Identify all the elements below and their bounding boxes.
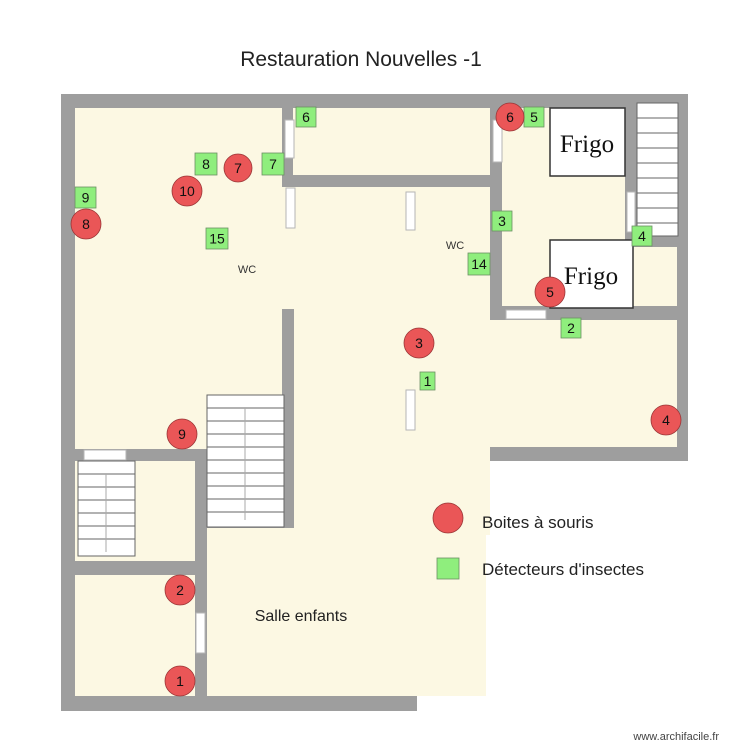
insect-detector-marker: 5 — [523, 106, 545, 128]
room-wc — [207, 187, 490, 296]
stair-center — [206, 394, 285, 528]
mouse-trap-marker: 2 — [164, 574, 196, 606]
room-wc-cubicle-1 — [297, 187, 345, 232]
mouse-trap-number: 2 — [176, 582, 184, 598]
mouse-trap-number: 4 — [662, 412, 670, 428]
insect-detector-number: 15 — [209, 231, 225, 247]
credit-text: www.archifacile.fr — [632, 731, 719, 743]
mouse-trap-number: 10 — [179, 183, 195, 199]
stair-left — [77, 460, 136, 557]
legend-trap-label: Boites à souris — [482, 513, 594, 532]
insect-detector-number: 1 — [424, 373, 432, 389]
mouse-trap-marker: 7 — [223, 153, 253, 183]
mouse-trap-marker: 9 — [166, 418, 198, 450]
mouse-trap-number: 5 — [546, 284, 554, 300]
room-label-wc-left: WC — [238, 264, 256, 276]
insect-detector-number: 4 — [638, 228, 646, 244]
insect-detector-marker: 3 — [491, 210, 513, 232]
legend-detector-label: Détecteurs d'insectes — [482, 560, 644, 579]
insect-detector-marker: 4 — [631, 225, 653, 247]
fridge-bottom-label: Frigo — [564, 263, 618, 290]
staircases — [77, 102, 679, 557]
fridge-bottom — [549, 239, 634, 309]
door-opening — [626, 191, 636, 233]
mouse-trap-number: 6 — [506, 109, 514, 125]
mouse-trap-number: 9 — [178, 426, 186, 442]
insect-detector-marker: 2 — [560, 317, 582, 339]
legend-detector-swatch — [436, 557, 460, 580]
mouse-traps: 1 2 3 4 5 6 7 8 — [70, 102, 682, 697]
door-opening — [195, 612, 206, 654]
mouse-trap-marker: 4 — [650, 404, 682, 436]
insect-detector-marker: 14 — [467, 252, 491, 276]
insect-detector-number: 9 — [82, 190, 90, 206]
insect-detector-marker: 6 — [295, 106, 317, 128]
room-salle-enfants — [207, 528, 486, 696]
insect-detector-marker: 7 — [261, 152, 285, 176]
mouse-trap-marker: 3 — [403, 327, 435, 359]
door-opening — [284, 119, 295, 159]
door-opening — [405, 389, 416, 431]
room-wc-cubicle-2 — [357, 187, 405, 232]
mouse-trap-marker: 10 — [171, 175, 203, 207]
room-right — [417, 320, 677, 447]
insect-detector-marker: 15 — [205, 227, 229, 250]
insect-detector-number: 14 — [471, 256, 487, 272]
legend: Boites à souris Détecteurs d'insectes — [432, 502, 644, 580]
insect-detector-number: 3 — [498, 213, 506, 229]
room-storage — [631, 247, 677, 306]
page-title: Restauration Nouvelles -1 — [240, 48, 482, 71]
openings — [83, 119, 636, 654]
insect-detector-marker: 8 — [194, 152, 218, 176]
mouse-trap-marker: 1 — [164, 665, 196, 697]
stair-top-right — [636, 102, 679, 237]
insect-detector-number: 7 — [269, 156, 277, 172]
room-label-salle-enfants: Salle enfants — [255, 608, 348, 625]
room-top-middle — [293, 108, 490, 175]
mouse-trap-marker: 6 — [495, 102, 525, 132]
legend-trap-swatch — [432, 502, 464, 534]
insect-detectors: 1 2 3 4 5 6 7 8 — [74, 106, 653, 391]
mouse-trap-number: 7 — [234, 160, 242, 176]
door-opening — [285, 187, 296, 229]
insect-detector-number: 8 — [202, 156, 210, 172]
insect-detector-marker: 9 — [74, 186, 97, 209]
insect-detector-number: 5 — [530, 109, 538, 125]
fridge-top — [549, 107, 626, 177]
insect-detector-number: 6 — [302, 109, 310, 125]
door-opening — [83, 449, 127, 461]
room-small-closet — [207, 320, 281, 384]
insect-detector-number: 2 — [567, 320, 575, 336]
fridge-top-label: Frigo — [560, 131, 614, 158]
mouse-trap-number: 3 — [415, 335, 423, 351]
mouse-trap-number: 8 — [82, 216, 90, 232]
door-opening — [505, 309, 547, 320]
mouse-trap-marker: 8 — [70, 208, 102, 240]
room-label-wc-right: WC — [446, 240, 464, 252]
mouse-trap-marker: 5 — [534, 276, 566, 308]
door-opening — [405, 191, 416, 231]
insect-detector-marker: 1 — [419, 371, 436, 391]
mouse-trap-number: 1 — [176, 673, 184, 689]
